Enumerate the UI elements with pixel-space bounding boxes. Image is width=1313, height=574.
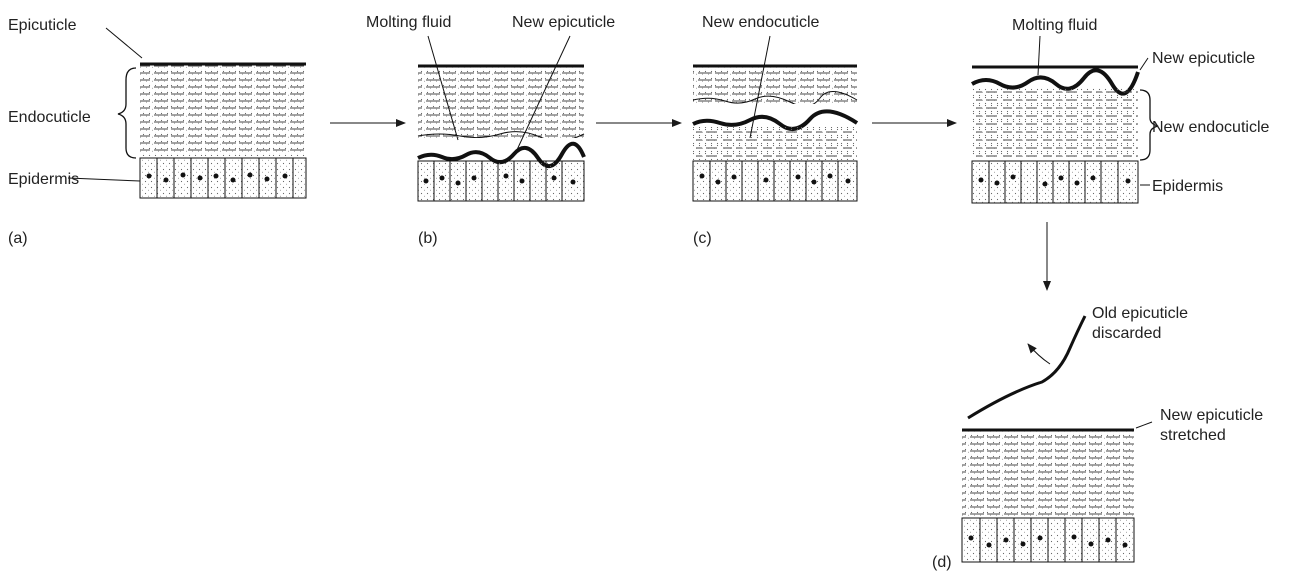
label-new-epicuticle-stretched-1: New epicuticle xyxy=(1160,407,1263,424)
old-cuticle-layer xyxy=(418,66,584,138)
epidermis-layer xyxy=(139,157,307,199)
endocuticle-layer xyxy=(140,64,306,156)
panel-label-b: (b) xyxy=(418,230,438,247)
new-epicuticle-line-c xyxy=(692,109,859,131)
epidermis-layer-c2 xyxy=(971,160,1139,204)
panel-label-c: (c) xyxy=(693,230,712,247)
panel-d: Old epicuticle discarded New epicuticle … xyxy=(932,305,1263,571)
cell-nuclei xyxy=(146,172,288,183)
new-endocuticle-layer-c2 xyxy=(972,88,1138,158)
label-endocuticle: Endocuticle xyxy=(8,109,91,126)
new-endocuticle-layer xyxy=(693,127,857,160)
endocuticle-brace xyxy=(117,67,137,159)
label-molting-fluid-c2: Molting fluid xyxy=(1012,17,1097,34)
label-epidermis-c2: Epidermis xyxy=(1152,178,1223,195)
label-old-epicuticle-2: discarded xyxy=(1092,325,1161,342)
endocuticle-layer-d xyxy=(962,430,1134,516)
molting-fluid-space xyxy=(418,138,584,155)
label-new-epicuticle-stretched-2: stretched xyxy=(1160,427,1226,444)
digestion-boundary-c xyxy=(692,91,858,107)
label-new-endocuticle-c2: New endocuticle xyxy=(1152,119,1270,136)
old-epicuticle-discarded xyxy=(967,315,1087,420)
label-epicuticle: Epicuticle xyxy=(8,17,77,34)
panel-c: New endocuticle (c) xyxy=(692,14,859,247)
panel-label-a: (a) xyxy=(8,230,28,247)
epidermis-cells xyxy=(156,158,294,198)
epidermis-layer-c xyxy=(692,160,858,202)
label-epidermis: Epidermis xyxy=(8,171,79,188)
new-epicuticle-line-c2 xyxy=(971,68,1140,96)
label-new-endocuticle-c: New endocuticle xyxy=(702,14,820,31)
panel-c2: Molting fluid New epicuticle New endocut… xyxy=(971,17,1270,204)
panel-b: Molting fluid New epicuticle (b) xyxy=(366,14,615,247)
label-molting-fluid-b: Molting fluid xyxy=(366,14,451,31)
panel-a: Epicuticle Endocuticle Epidermis (a) xyxy=(8,17,307,247)
label-new-epicuticle-b: New epicuticle xyxy=(512,14,615,31)
label-old-epicuticle-1: Old epicuticle xyxy=(1092,305,1188,322)
epidermis-layer-b xyxy=(417,160,585,202)
panel-label-d: (d) xyxy=(932,554,952,571)
new-endocuticle-brace xyxy=(1139,89,1159,161)
label-new-epicuticle-c2: New epicuticle xyxy=(1152,50,1255,67)
old-endocuticle-layer xyxy=(693,66,857,104)
discard-arrow xyxy=(1027,343,1051,365)
